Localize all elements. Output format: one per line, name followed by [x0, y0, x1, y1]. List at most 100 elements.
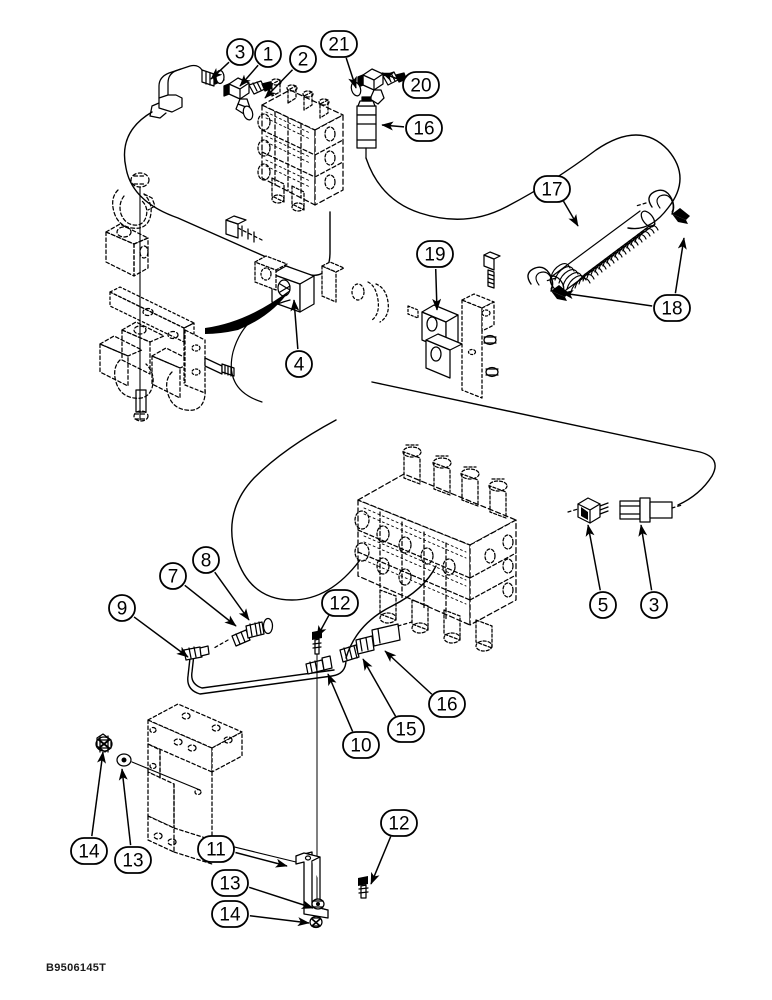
callout-2: 2: [264, 45, 317, 99]
callout-number: 17: [541, 180, 562, 201]
callout-number: 15: [395, 720, 416, 741]
callout-leader: [674, 237, 687, 294]
callout-7: 7: [159, 562, 237, 627]
callout-number: 9: [117, 599, 128, 620]
callout-number: 16: [436, 695, 457, 716]
callout-number: 14: [78, 842, 100, 863]
callout-leader: [210, 61, 230, 80]
callout-4: 4: [285, 299, 313, 378]
callout-leader: [290, 299, 300, 350]
callout-leader: [362, 658, 397, 717]
washer-13-lower: [311, 898, 325, 910]
callout-leader: [561, 290, 653, 307]
callout-number: 1: [263, 45, 274, 66]
callout-15: 15: [362, 658, 425, 743]
callout-number: 5: [598, 596, 609, 617]
callout-11: 11: [197, 835, 288, 868]
callout-leader: [327, 673, 354, 732]
callout-leader: [381, 72, 403, 82]
callout-number: 4: [294, 355, 305, 376]
tee-fitting-21: [350, 68, 407, 105]
callout-20: 20: [381, 71, 440, 99]
nut-14-lower: [309, 915, 323, 929]
coiled-spring-hose-17: [549, 210, 659, 293]
callout-bubble: [402, 71, 440, 99]
lower-control-valve-stack: [354, 444, 517, 652]
hose-clamp-18-upper: [635, 189, 690, 224]
callout-21: 21: [320, 30, 358, 89]
callout-bubble: [70, 837, 108, 865]
callout-bubble: [653, 294, 691, 322]
callout-bubble: [405, 114, 443, 142]
callout-bubble: [211, 900, 249, 928]
callout-bubble: [289, 45, 317, 73]
nut-14-upper: [95, 733, 113, 753]
callout-bubble: [428, 690, 466, 718]
callout-8: 8: [192, 546, 250, 621]
callout-number: 12: [388, 814, 409, 835]
callout-bubble: [197, 835, 235, 863]
callout-leader: [235, 851, 288, 868]
callout-17: 17: [533, 175, 579, 227]
callout-leader: [214, 571, 250, 621]
quick-coupler-16: [356, 96, 377, 159]
callout-number: 2: [298, 50, 309, 71]
washer-13-upper: [116, 753, 132, 767]
callout-number: 14: [219, 905, 241, 926]
callout-leader: [184, 584, 237, 627]
callout-14: 14: [70, 751, 108, 865]
callout-bubble: [320, 30, 358, 58]
callout-9: 9: [108, 594, 189, 658]
callout-bubble: [342, 731, 380, 759]
bracket-tab-left: [184, 329, 235, 394]
callout-leader: [133, 616, 189, 658]
callout-leader: [316, 615, 330, 638]
callout-leader: [562, 200, 579, 227]
callout-12: 12: [316, 589, 359, 638]
callout-leader: [264, 69, 294, 99]
callout-bubble: [380, 809, 418, 837]
callout-bubble: [226, 38, 254, 66]
callout-number: 21: [328, 35, 349, 56]
callout-leader: [91, 751, 106, 837]
quick-coupler-3-lower: [619, 497, 683, 523]
callout-number: 3: [235, 43, 246, 64]
callout-13: 13: [114, 768, 152, 874]
upper-control-valve-stack: [257, 78, 344, 212]
callout-leader: [638, 524, 653, 591]
callout-bubble: [533, 175, 571, 203]
figure-caption: B9506145T: [46, 962, 107, 974]
callout-number: 20: [410, 76, 431, 97]
callout-leader: [239, 64, 259, 87]
callout-leader: [248, 886, 314, 909]
nut-fitting-5: [567, 497, 609, 524]
callout-bubble: [321, 589, 359, 617]
callout-bubble: [211, 869, 249, 897]
callout-number: 19: [424, 245, 445, 266]
callout-leader: [384, 650, 433, 695]
callout-number: 13: [122, 851, 143, 872]
callout-number: 8: [201, 551, 212, 572]
callout-number: 18: [661, 299, 682, 320]
callout-number: 12: [329, 594, 350, 615]
callout-bubble: [416, 240, 454, 268]
callout-number: 11: [206, 840, 226, 861]
callout-19: 19: [416, 240, 454, 311]
hose-coupler-16: [365, 134, 681, 230]
callout-3: 3: [210, 38, 254, 80]
callout-10: 10: [327, 673, 380, 759]
callout-bubble: [387, 715, 425, 743]
callout-leader: [249, 914, 310, 927]
hose-loop-4: [230, 299, 291, 403]
callout-leader: [585, 524, 601, 591]
callout-3: 3: [638, 524, 668, 619]
callout-bubble: [285, 350, 313, 378]
callout-bubble: [589, 591, 617, 619]
callout-number: 16: [413, 119, 434, 140]
callout-1: 1: [239, 40, 282, 87]
hose-lower-left-sweep: [231, 419, 361, 601]
callout-number: 7: [168, 567, 179, 588]
